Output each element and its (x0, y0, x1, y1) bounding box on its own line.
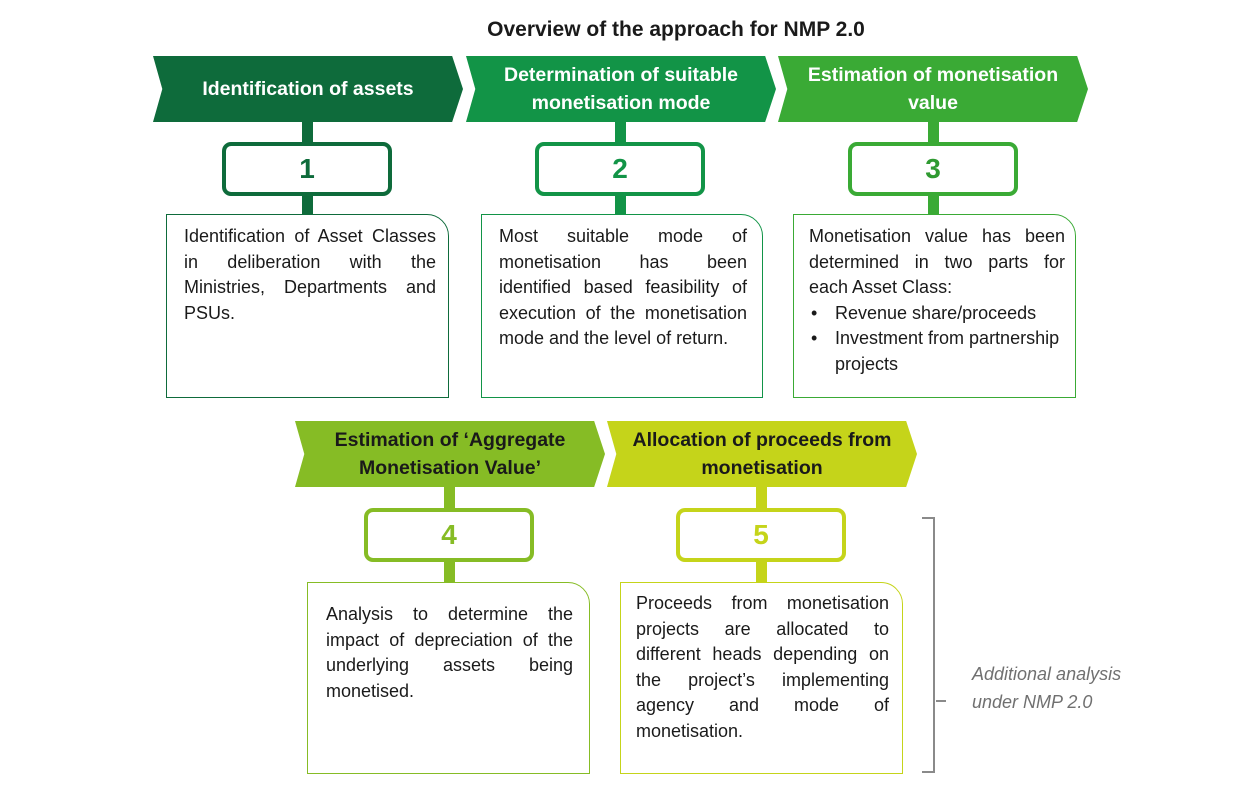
step-3-banner-label: Estimation of monetisation value (807, 64, 1059, 114)
step-4-description-box: Analysis to determine the impact of depr… (307, 582, 590, 774)
step-2-banner-label: Determination of suitable monetisation m… (503, 64, 739, 114)
diagram-title: Overview of the approach for NMP 2.0 (487, 18, 865, 41)
step-3-bullet: Investment from partnership projects (811, 326, 1065, 377)
step-2-number-box: 2 (535, 142, 705, 196)
step-2-description: Most suitable mode of monetisation has b… (499, 226, 747, 348)
step-4-description: Analysis to determine the impact of depr… (326, 604, 573, 701)
step-1-description: Identification of Asset Classes in delib… (184, 226, 436, 323)
step-3-description-box: Monetisation value has been determined i… (793, 214, 1076, 398)
step-4-number: 4 (441, 519, 457, 550)
step-3-banner: Estimation of monetisation value (778, 56, 1088, 122)
step-2-banner: Determination of suitable monetisation m… (466, 56, 776, 122)
step-4-number-box: 4 (364, 508, 534, 562)
step-5-description-box: Proceeds from monetisation projects are … (620, 582, 903, 774)
step-5-banner: Allocation of proceeds from monetisation (607, 421, 917, 487)
additional-analysis-note: Additional analysis under NMP 2.0 (972, 664, 1122, 712)
bracket-tick (936, 700, 946, 702)
step-3-number-box: 3 (848, 142, 1018, 196)
step-1-description-box: Identification of Asset Classes in delib… (166, 214, 449, 398)
step-3-number: 3 (925, 153, 941, 184)
step-4-banner: Estimation of ‘Aggregate Monetisation Va… (295, 421, 605, 487)
step-1-number-box: 1 (222, 142, 392, 196)
step-1-banner: Identification of assets (153, 56, 463, 122)
step-1-number: 1 (299, 153, 315, 184)
step-5-number: 5 (753, 519, 769, 550)
step-5-number-box: 5 (676, 508, 846, 562)
step-5-description: Proceeds from monetisation projects are … (636, 593, 889, 741)
step-5-banner-label: Allocation of proceeds from monetisation (632, 429, 892, 479)
step-3-bullet-list: Revenue share/proceeds Investment from p… (809, 301, 1065, 378)
step-1-banner-label: Identification of assets (202, 78, 414, 100)
step-3-bullet: Revenue share/proceeds (811, 301, 1065, 327)
step-2-description-box: Most suitable mode of monetisation has b… (481, 214, 763, 398)
bracket-icon (922, 517, 935, 773)
step-3-description: Monetisation value has been determined i… (809, 226, 1065, 297)
step-4-banner-label: Estimation of ‘Aggregate Monetisation Va… (334, 429, 566, 479)
step-2-number: 2 (612, 153, 628, 184)
